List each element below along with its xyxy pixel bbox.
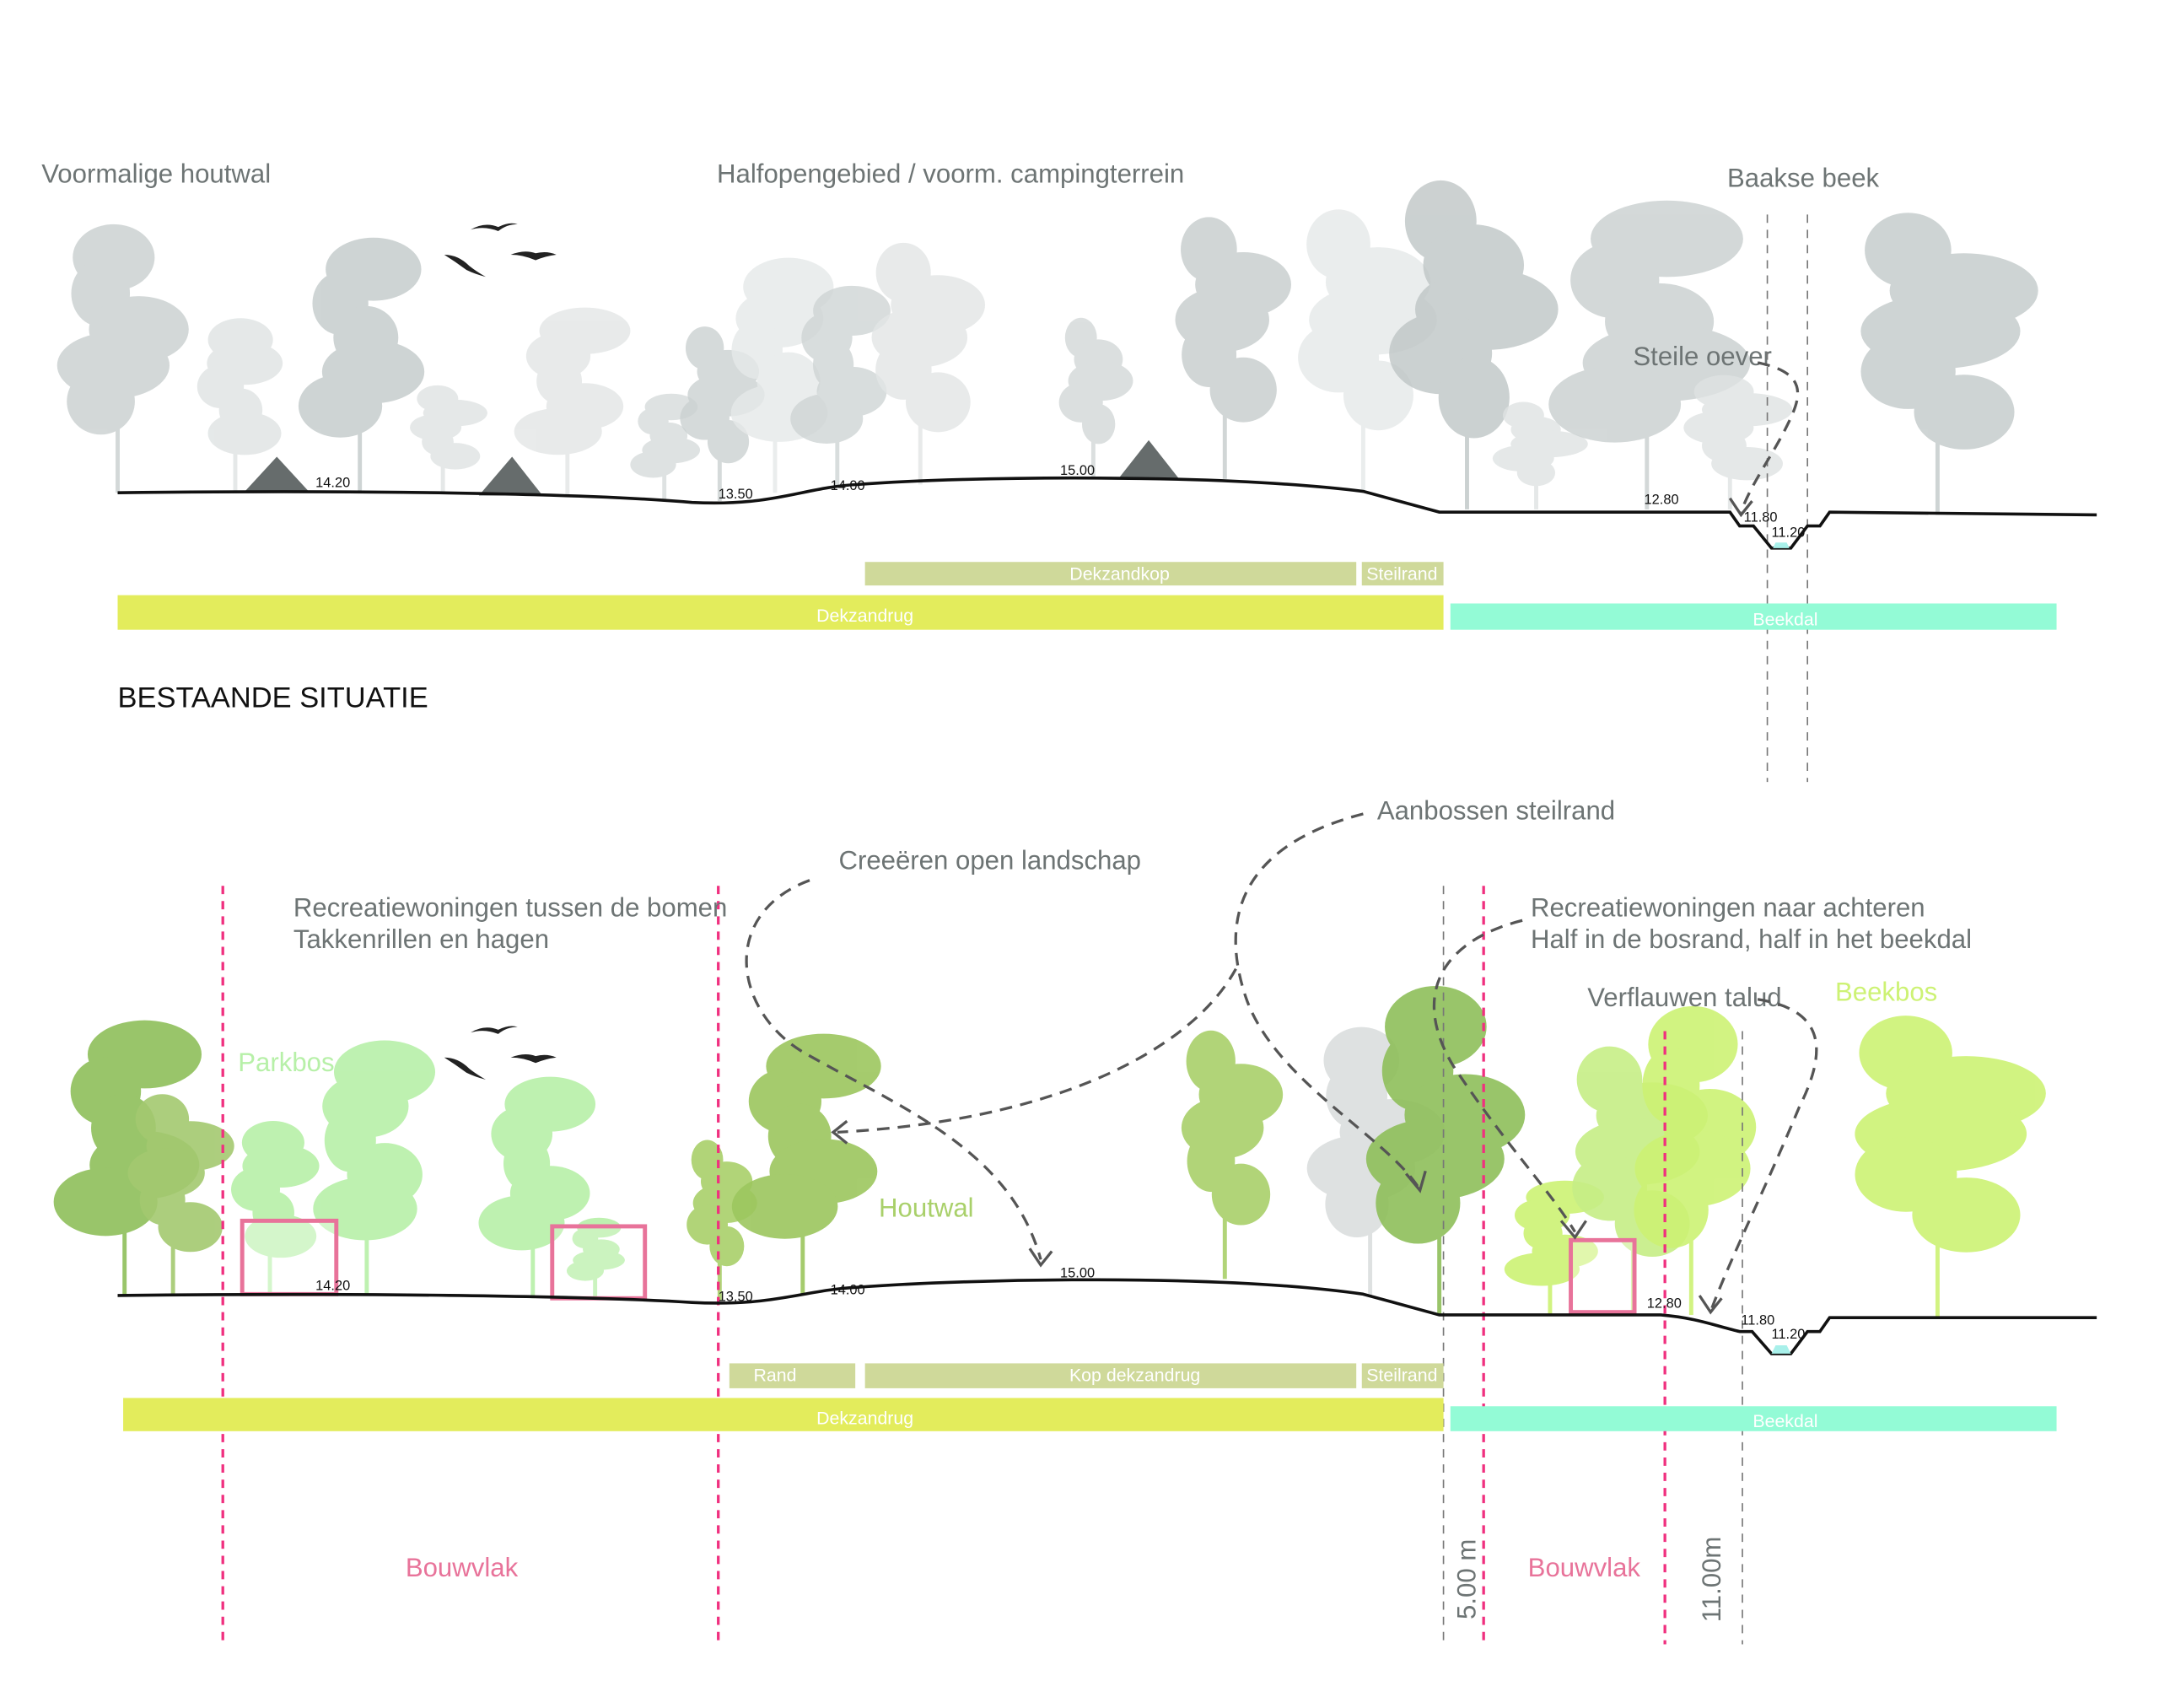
label-baakse-beek: Baakse beek (1727, 164, 1880, 193)
label-houtwal: Houtwal (879, 1193, 974, 1222)
label-takkenrillen: Takkenrillen en hagen (293, 924, 549, 954)
tree-icon (197, 318, 283, 493)
tree-icon (1365, 985, 1526, 1315)
elevation-label: 15.00 (1060, 463, 1095, 478)
section-heading: BESTAANDE SITUATIE (118, 682, 428, 714)
house-frame (550, 1224, 648, 1301)
tree-icon (478, 1076, 596, 1299)
label-voormalige-houtwal: Voormalige houtwal (41, 159, 271, 189)
bird-icon (444, 1026, 557, 1080)
bar-dekzandrug (123, 1398, 1444, 1431)
dimension-5m: 5.00 m (1451, 1539, 1481, 1619)
bar-label: Beekdal (1753, 1411, 1817, 1431)
tree-icon (127, 1094, 234, 1296)
tree-icon (231, 1121, 320, 1296)
terrain-profile (117, 476, 2097, 550)
arrow-open-landschap-right (837, 967, 1237, 1134)
elevation-label: 12.80 (1645, 492, 1679, 507)
arrowhead-icon (1728, 497, 1753, 518)
bird-icon (444, 223, 557, 277)
terrain-profile (117, 1278, 2097, 1355)
bar-label: Steilrand (1366, 1366, 1437, 1386)
tree-icon (1181, 1030, 1284, 1280)
tent-icon (243, 439, 1180, 496)
dimension-11m: 11.00m (1697, 1537, 1726, 1623)
tree-icon (298, 237, 425, 493)
elevation-label: 14.20 (315, 476, 350, 491)
bar-label: Dekzandkop (1069, 564, 1170, 585)
bar-beekdal (1450, 603, 2057, 630)
elevation-label: 11.80 (1741, 1312, 1774, 1328)
proposed-section: Aanbossen steilrand Creeëren open landsc… (117, 795, 2097, 1645)
elevation-label: 15.00 (1060, 1266, 1095, 1281)
tree-icon (790, 285, 891, 488)
bar-label: Dekzandrug (816, 606, 913, 626)
bar-label: Beekdal (1753, 610, 1817, 630)
tree-icon (313, 1040, 436, 1296)
bar-dekzandrug (117, 595, 1444, 630)
bar-label: Kop dekzandrug (1069, 1366, 1200, 1386)
label-bouwvlak-right: Bouwvlak (1528, 1553, 1641, 1582)
label-parkbos: Parkbos (238, 1048, 334, 1077)
bar-dekzandkop (864, 562, 1357, 586)
label-recreatiewoningen-achteren: Recreatiewoningen naar achteren (1531, 892, 1925, 922)
label-bouwvlak-left: Bouwvlak (406, 1553, 519, 1582)
arrow-steile-oever (1739, 361, 1800, 513)
label-verflauwen-talud: Verflauwen talud (1587, 983, 1781, 1012)
tree-icon (1298, 209, 1437, 492)
elevation-label: 14.20 (315, 1278, 350, 1293)
tree-icon (1683, 374, 1793, 509)
elevation-label: 11.80 (1744, 510, 1778, 525)
bar-steilrand (1361, 562, 1444, 586)
label-halfopengebied: Halfopengebied / voorm. campingterrein (717, 159, 1184, 189)
bar-label: Rand (753, 1366, 796, 1386)
existing-section: Voormalige houtwal Halfopengebied / voor… (41, 159, 2097, 783)
house-frame (1569, 1237, 1637, 1315)
arrow-aanbossen (1234, 812, 1420, 1188)
label-bosrand-beekdal: Half in de bosrand, half in het beekdal (1531, 924, 1972, 954)
elevation-label: 14.00 (831, 1282, 865, 1297)
label-recreatiewoningen-bomen: Recreatiewoningen tussen de bomen (293, 892, 727, 922)
bar-label: Steilrand (1366, 564, 1437, 585)
tree-icon (514, 307, 631, 496)
bar-label: Dekzandrug (816, 1409, 913, 1429)
tree-icon (1492, 401, 1588, 509)
bar-beekdal (1450, 1406, 2057, 1431)
tree-icon (1175, 217, 1291, 479)
bar-kop-dekzandrug (864, 1363, 1357, 1388)
tree-icon (1860, 213, 2038, 515)
arrow-verflauwen-talud (1710, 998, 1818, 1309)
label-open-landschap: Creeëren open landschap (838, 846, 1141, 876)
elevation-label: 13.50 (719, 1290, 753, 1305)
tree-icon (680, 326, 765, 502)
tree-icon (1548, 200, 1751, 509)
trees-existing (57, 180, 2038, 515)
tree-icon (1634, 1005, 1757, 1315)
label-steile-oever: Steile oever (1633, 342, 1772, 371)
tree-icon (1855, 1016, 2046, 1318)
tree-icon (410, 385, 487, 493)
bar-rand (729, 1363, 856, 1388)
tree-icon (1389, 180, 1559, 509)
arrow-recreatie-achteren (1432, 919, 1576, 1233)
trees-proposed (53, 985, 2046, 1318)
elevation-label: 11.20 (1772, 525, 1806, 541)
tree-icon (871, 242, 986, 485)
stream-water (1773, 542, 1790, 548)
tree-icon (566, 1217, 625, 1299)
tree-icon (1058, 317, 1133, 479)
bar-steilrand (1361, 1363, 1444, 1388)
label-beekbos: Beekbos (1835, 977, 1937, 1006)
elevation-label: 12.80 (1647, 1296, 1682, 1312)
arrowhead-icon (831, 1119, 1723, 1315)
elevation-label: 13.50 (719, 487, 753, 502)
elevation-label: 14.00 (831, 478, 865, 493)
label-aanbossen-steilrand: Aanbossen steilrand (1377, 795, 1615, 825)
tree-icon (57, 224, 189, 493)
elevation-label: 11.20 (1772, 1327, 1806, 1342)
tree-icon (731, 1033, 881, 1296)
stream-water (1771, 1345, 1791, 1354)
